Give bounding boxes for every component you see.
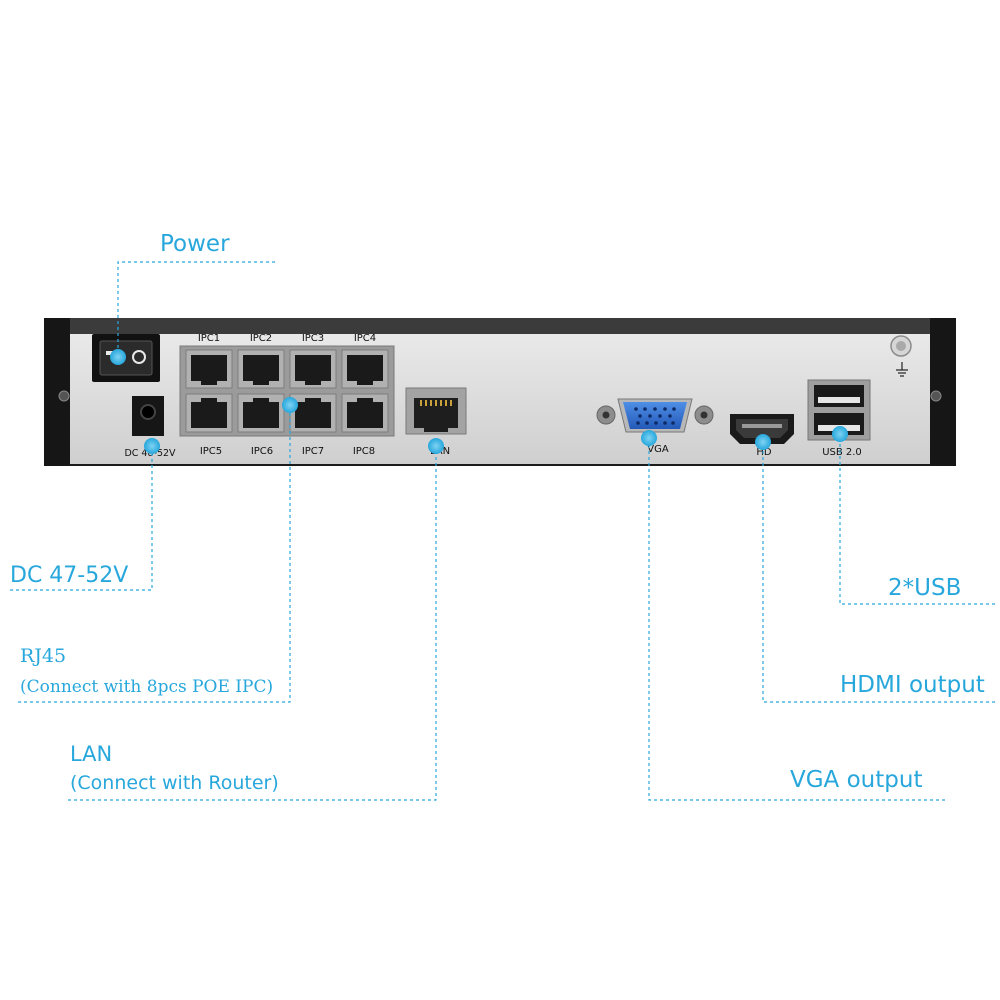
right-bracket-screw xyxy=(930,390,942,402)
rj45-marker-dot xyxy=(282,397,298,413)
rj45-callout-subtitle: (Connect with 8pcs POE IPC) xyxy=(20,677,274,697)
ipc2-label: IPC2 xyxy=(250,333,272,344)
power-switch-icon[interactable] xyxy=(92,334,160,382)
rj45-port-ipc4[interactable] xyxy=(341,349,389,389)
usb-leader xyxy=(839,437,995,605)
rj45-port-ipc8[interactable] xyxy=(341,393,389,433)
vga-port-label: VGA xyxy=(647,444,669,455)
ipc5-label: IPC5 xyxy=(200,446,222,457)
callout-marker-dots xyxy=(110,349,848,454)
lan-leader xyxy=(68,446,437,801)
lan-callout-subtitle: (Connect with Router) xyxy=(70,772,279,794)
ipc7-label: IPC7 xyxy=(302,446,324,457)
dc-leader xyxy=(10,450,153,591)
usb-callout-label: 2*USB xyxy=(888,575,962,601)
lan-marker-dot xyxy=(428,438,444,454)
lan-port[interactable] xyxy=(405,387,467,435)
dc-callout-label: DC 47-52V xyxy=(10,563,129,588)
vga-port[interactable] xyxy=(596,398,714,433)
power-marker-dot xyxy=(110,349,126,365)
ipc8-label: IPC8 xyxy=(353,446,375,457)
rj45-port-ipc3[interactable] xyxy=(289,349,337,389)
hdmi-callout-label: HDMI output xyxy=(840,672,985,698)
usb-port-label: USB 2.0 xyxy=(822,447,862,458)
rj45-port-ipc2[interactable] xyxy=(237,349,285,389)
rj45-port-ipc6[interactable] xyxy=(237,393,285,433)
ipc3-label: IPC3 xyxy=(302,333,324,344)
chassis-top-edge xyxy=(44,318,956,336)
rj45-port-ipc5[interactable] xyxy=(185,393,233,433)
power-callout-label: Power xyxy=(160,231,230,257)
rj45-ports xyxy=(185,349,389,433)
ground-symbol-icon xyxy=(896,362,908,377)
lan-callout-title: LAN xyxy=(70,742,113,766)
hdmi-marker-dot xyxy=(755,434,771,450)
hd-port-label: HD xyxy=(756,447,772,458)
rj45-leader xyxy=(18,405,291,703)
power-leader xyxy=(117,261,275,355)
dc-marker-dot xyxy=(144,438,160,454)
hdmi-leader xyxy=(762,446,995,703)
callout-leader-lines xyxy=(10,261,995,801)
dc-power-jack[interactable] xyxy=(132,396,164,436)
left-bracket-screw xyxy=(58,390,70,402)
rj45-callout-title: RJ45 xyxy=(20,645,67,667)
ipc1-label: IPC1 xyxy=(198,333,220,344)
vga-callout-label: VGA output xyxy=(790,767,923,793)
ipc6-label: IPC6 xyxy=(251,446,273,457)
usb-marker-dot xyxy=(832,426,848,442)
rj45-port-ipc1[interactable] xyxy=(185,349,233,389)
rj45-port-ipc7[interactable] xyxy=(289,393,337,433)
hdmi-port[interactable] xyxy=(730,414,794,444)
vga-leader xyxy=(648,440,945,801)
ipc4-label: IPC4 xyxy=(354,333,376,344)
ground-screw-icon xyxy=(890,335,912,357)
vga-marker-dot xyxy=(641,430,657,446)
